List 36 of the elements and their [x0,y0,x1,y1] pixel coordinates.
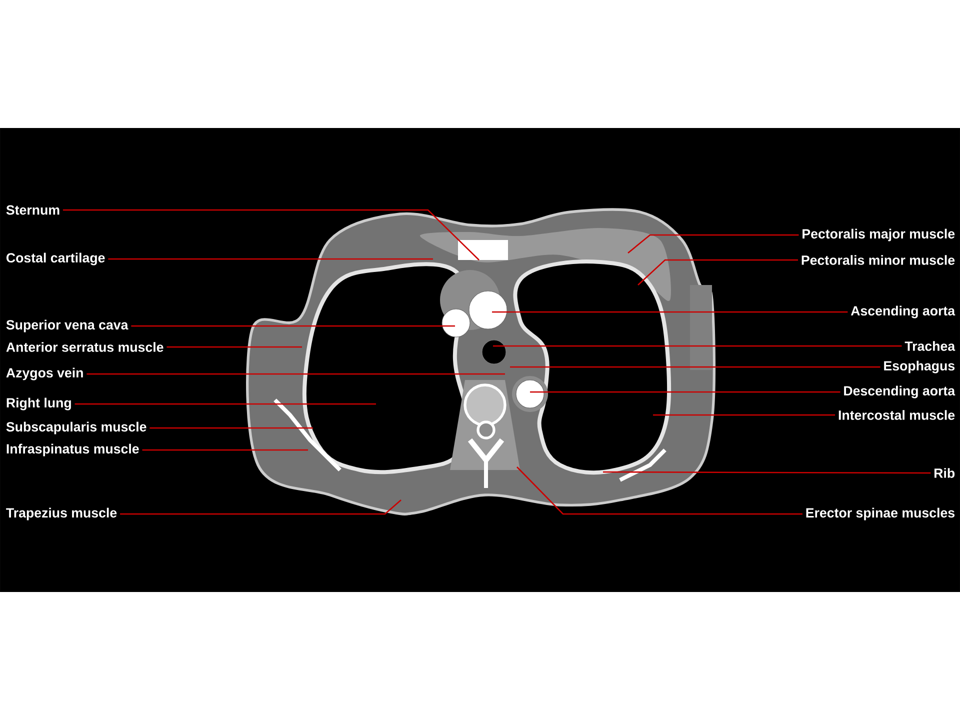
label-text: Subscapularis muscle [6,422,146,434]
leader-line [86,373,505,375]
label-text: Right lung [6,398,71,410]
label-text: Anterior serratus muscle [6,342,164,352]
leader-line [653,414,836,416]
leader-line [166,346,302,348]
label-text: Superior vena cava [6,320,128,332]
leader-line [131,325,455,327]
label-text: Descending aorta [844,386,956,398]
leader-line [108,258,433,260]
label-text: Ascending aorta [850,306,956,318]
leader-line [493,345,902,347]
leader-line [142,449,308,451]
leader-line [638,259,798,286]
label-text: Pectoralis minor muscle [802,255,955,265]
leader-line [530,391,840,393]
label-text: Infraspinatus muscle [6,444,139,456]
label-text: Azygos vein [6,368,83,380]
label-text: Costal cartilage [6,252,105,266]
label-text: Pectoralis major muscle [802,228,955,242]
label-text: Sternum [6,205,60,215]
label-text: Trachea [904,341,956,351]
leader-line [150,427,313,429]
leader-line [492,311,848,313]
leader-line [74,403,376,405]
label-text: Esophagus [884,360,955,374]
leader-line [516,466,802,515]
leader-line [62,209,480,260]
leader-line [628,234,799,254]
label-text: Intercostal muscle [838,410,955,420]
leader-line [510,366,880,368]
label-text: Rib [934,468,955,478]
label-text: Erector spinae muscles [806,508,955,520]
leader-line [603,471,931,474]
leader-line [120,500,402,515]
label-text: Trapezius muscle [6,508,117,520]
